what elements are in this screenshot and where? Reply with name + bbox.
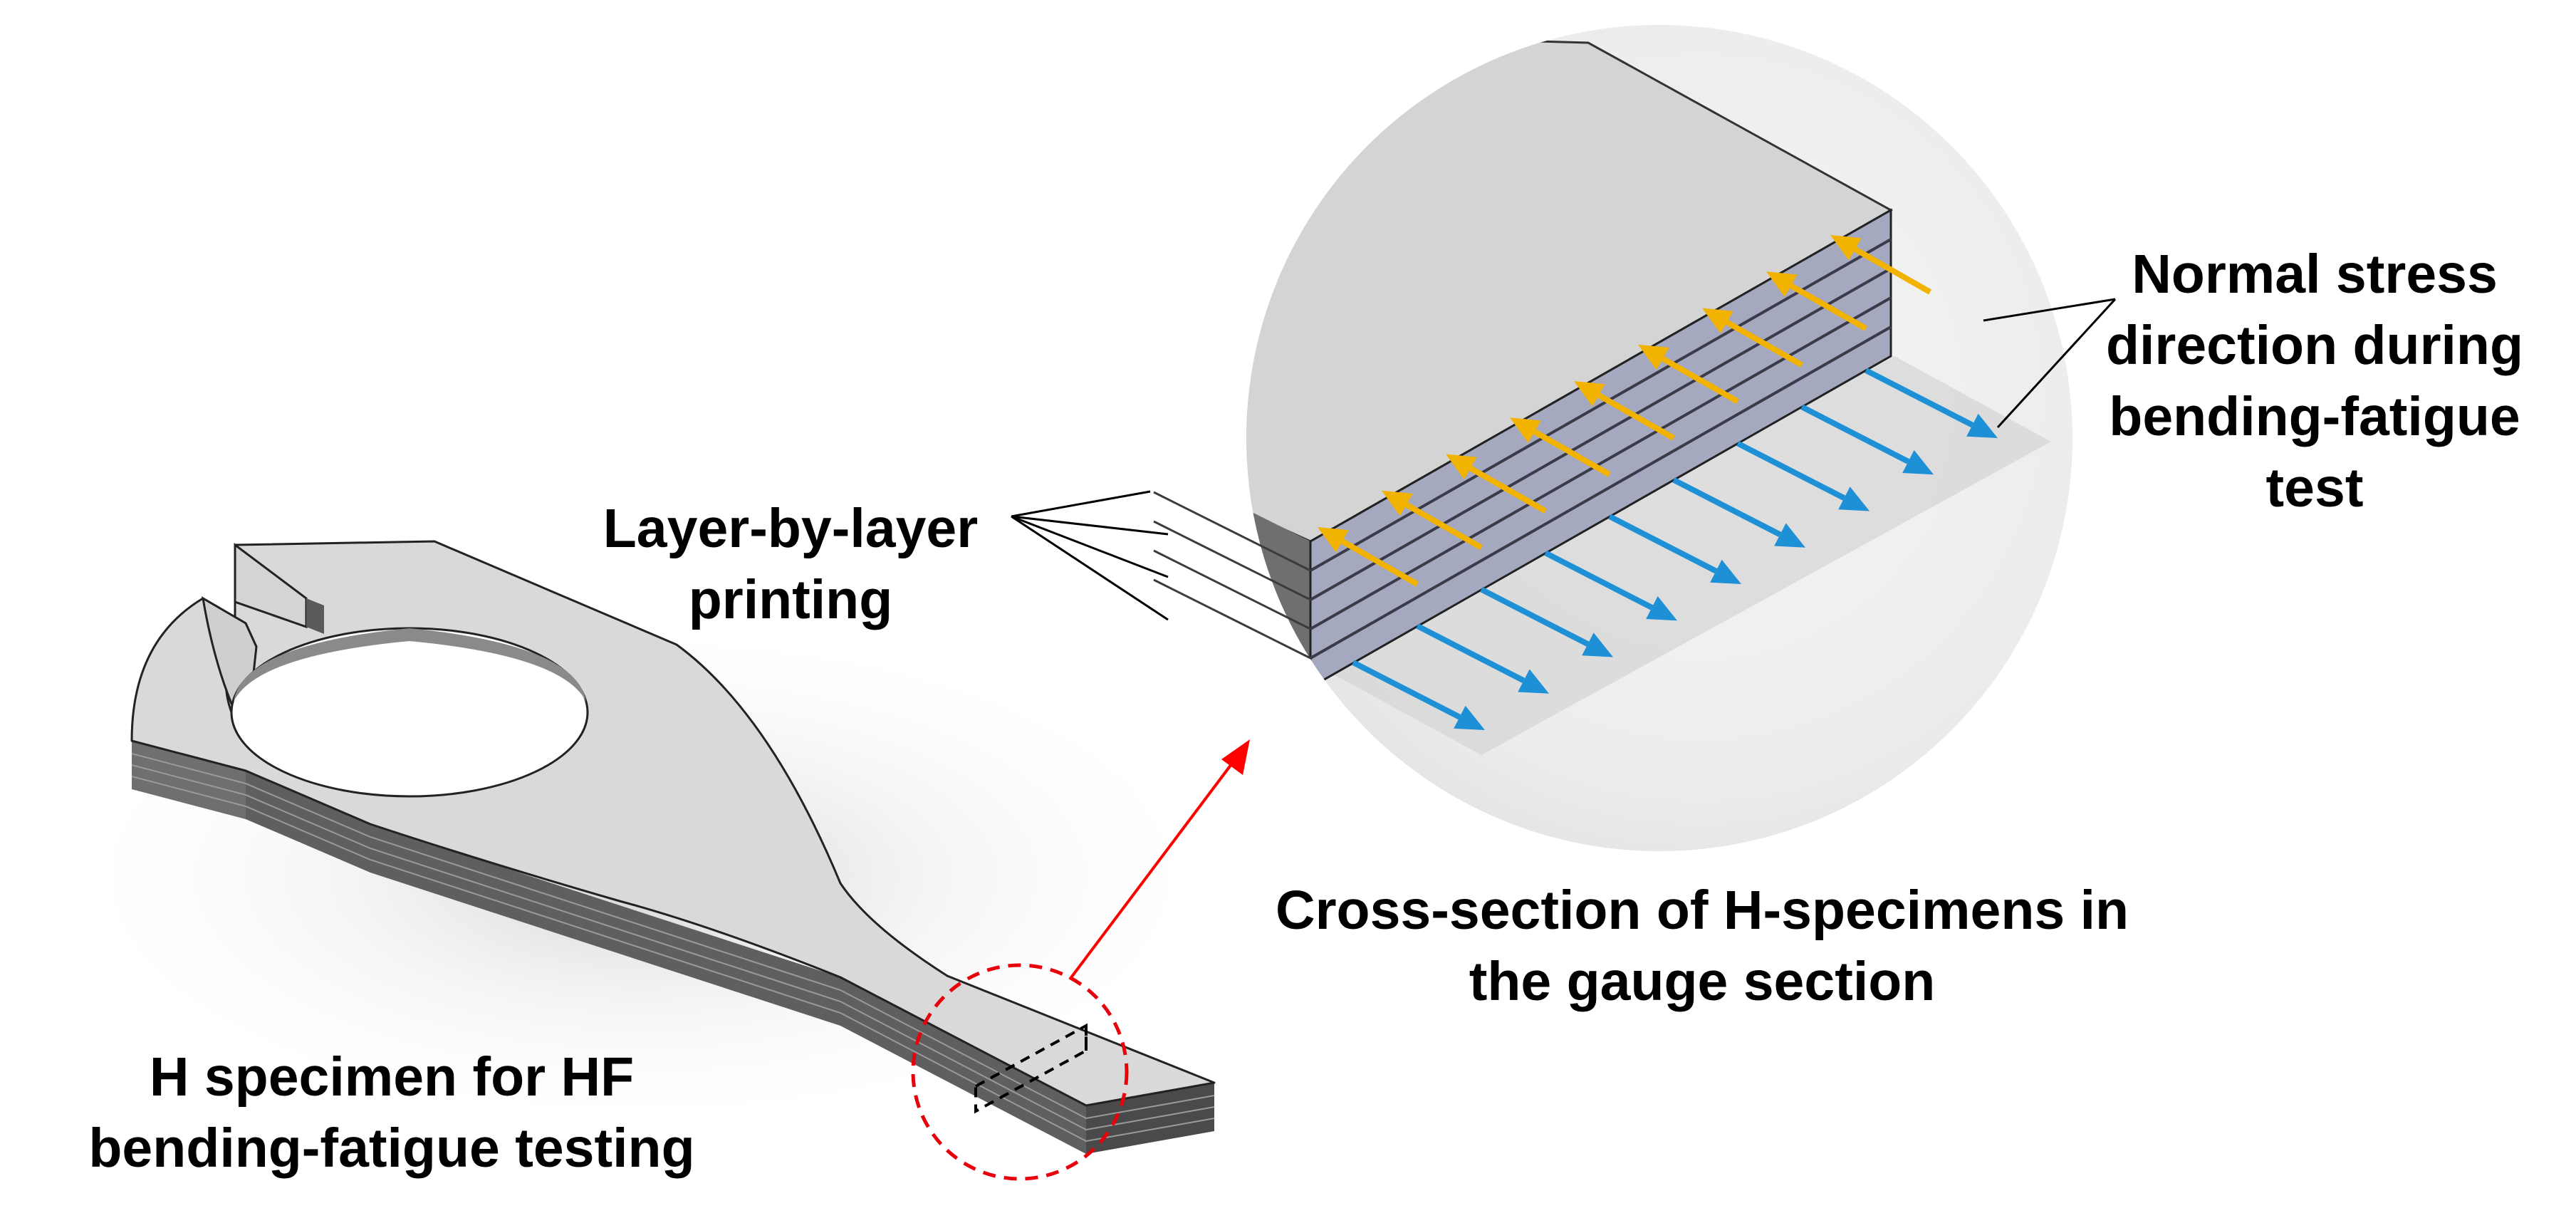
h-specimen: [57, 540, 1225, 1181]
normal-stress-line-2: direction during: [2105, 315, 2524, 376]
specimen-label: H specimen for HF bending-fatigue testin…: [78, 1041, 705, 1184]
specimen-line-2: bending-fatigue testing: [88, 1118, 695, 1179]
block-section-face: [1309, 208, 1892, 690]
tensile-stress-arrow: [1574, 381, 1675, 441]
cross-section-zoom: [1246, 25, 2072, 851]
cross-section-label: Cross-section of H-specimens in the gaug…: [1225, 875, 2179, 1017]
leader-lines: [1011, 298, 2117, 621]
tensile-stress-arrow: [1702, 308, 1803, 368]
tensile-stress-arrow: [1638, 344, 1739, 405]
layer-printing-label: Layer-by-layer printing: [577, 493, 1004, 635]
normal-stress-line-1: Normal stress: [2132, 244, 2498, 305]
compressive-stress-arrow: [1736, 440, 1870, 511]
normal-stress-label: Normal stress direction during bending-f…: [2087, 239, 2543, 524]
section-layers: [1153, 238, 1892, 660]
specimen-hole: [230, 627, 589, 798]
specimen-lug-side: [306, 598, 324, 634]
layer-printing-line-1: Layer-by-layer: [603, 498, 979, 559]
specimen-hole-inner-wall: [234, 628, 586, 702]
zoom-arrow: [1068, 739, 1250, 981]
layer-printing-line-2: printing: [688, 569, 893, 630]
normal-stress-line-4: test: [2265, 457, 2364, 519]
end-layer-line: [1153, 549, 1311, 630]
section-layer-line: [1310, 238, 1892, 572]
tensile-stress-arrow: [1382, 490, 1483, 551]
end-layer-line: [1153, 491, 1311, 572]
specimen-side-face: [246, 771, 1086, 1154]
section-layer-line: [1310, 326, 1892, 660]
tensile-stress-arrow: [1766, 271, 1867, 331]
stress-arrows: [1318, 235, 1998, 730]
section-layer-line: [1310, 296, 1892, 630]
tensile-stress-arrow: [1830, 235, 1931, 295]
tensile-stress-arrow: [1318, 527, 1419, 587]
compressive-stress-arrow: [1865, 368, 1998, 438]
cross-section-line-1: Cross-section of H-specimens in: [1275, 880, 2129, 941]
specimen-layer-lines: [131, 753, 1215, 1143]
end-layer-line: [1153, 578, 1311, 660]
compressive-stress-arrow: [1608, 514, 1741, 584]
compressive-stress-arrow: [1480, 586, 1613, 657]
compressive-stress-arrow: [1544, 550, 1677, 621]
end-layer-line: [1153, 520, 1311, 601]
zoom-region-circle: [911, 963, 1129, 1181]
compressive-stress-arrow: [1672, 477, 1805, 548]
cross-section-line-2: the gauge section: [1469, 951, 1936, 1012]
specimen-line-1: H specimen for HF: [149, 1046, 635, 1108]
compressive-stress-arrow: [1416, 623, 1549, 694]
tensile-stress-arrow: [1446, 454, 1547, 514]
tensile-stress-arrow: [1510, 417, 1611, 477]
gauge-section-marker: [974, 1023, 1088, 1114]
compressive-stress-arrow: [1352, 660, 1485, 730]
section-layer-line: [1310, 267, 1892, 601]
normal-stress-line-3: bending-fatigue: [2109, 386, 2520, 447]
compressive-stress-arrow: [1800, 404, 1934, 475]
